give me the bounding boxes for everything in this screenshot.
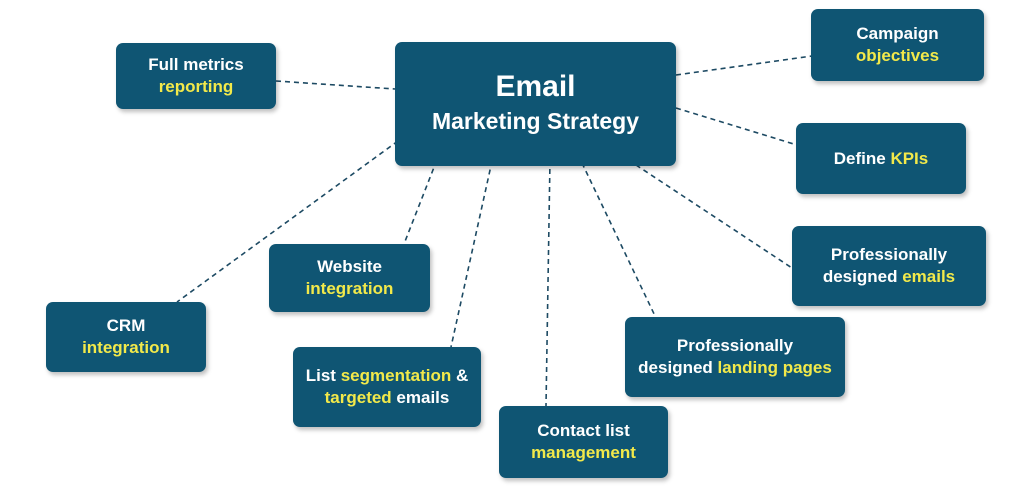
node-line: objectives bbox=[856, 45, 939, 67]
node-line: reporting bbox=[159, 76, 234, 98]
highlighted-text: emails bbox=[902, 267, 956, 286]
highlighted-text: segmentation bbox=[340, 366, 452, 385]
central-node-email-marketing-strategy: Email Marketing Strategy bbox=[395, 42, 676, 166]
central-node-title: Email bbox=[495, 70, 576, 103]
label-text: Define bbox=[833, 148, 891, 168]
label-text: Website bbox=[317, 257, 382, 276]
label-text: CRM bbox=[106, 316, 146, 335]
node-list-segmentation-targeted-emails: List segmentation & targeted emails bbox=[293, 347, 481, 427]
connector-campaign bbox=[675, 55, 813, 76]
node-line: integration bbox=[82, 337, 170, 359]
connector-kpis bbox=[675, 107, 798, 146]
node-contact-list-management: Contact list management bbox=[499, 406, 668, 478]
node-line: designed emails bbox=[823, 266, 955, 288]
connector-crm bbox=[176, 140, 399, 303]
highlighted-text: management bbox=[531, 443, 636, 462]
node-full-metrics-reporting: Full metrics reporting bbox=[116, 43, 276, 109]
node-professionally-designed-emails: Professionally designed emails bbox=[792, 226, 986, 306]
label-text: Full metrics bbox=[148, 55, 244, 74]
label-text: designed bbox=[822, 267, 903, 286]
node-campaign-objectives: Campaign objectives bbox=[811, 9, 984, 81]
connector-landing bbox=[581, 162, 657, 319]
label-text: Campaign bbox=[856, 24, 939, 43]
node-line: Professionally bbox=[831, 244, 947, 266]
label-text: List bbox=[305, 366, 341, 385]
node-line: List segmentation & bbox=[306, 365, 468, 387]
connector-contact bbox=[545, 159, 551, 407]
highlighted-text: reporting bbox=[158, 77, 234, 96]
node-define-kpis: Define KPIs bbox=[796, 123, 966, 194]
label-text: Professionally bbox=[830, 245, 948, 264]
label-text: & bbox=[451, 366, 469, 385]
node-website-integration: Website integration bbox=[269, 244, 430, 312]
connector-segmentation bbox=[450, 151, 495, 348]
node-professionally-designed-landing-pages: Professionally designed landing pages bbox=[625, 317, 845, 397]
label-text: designed bbox=[638, 358, 718, 377]
highlighted-text: targeted bbox=[324, 388, 392, 407]
node-line: Contact list bbox=[537, 420, 630, 442]
highlighted-text: KPIs bbox=[890, 148, 929, 168]
node-line: Professionally bbox=[677, 335, 793, 357]
node-line: designed landing pages bbox=[638, 357, 832, 379]
label-text: emails bbox=[391, 388, 450, 407]
node-line: CRM bbox=[107, 315, 146, 337]
highlighted-text: integration bbox=[305, 279, 394, 298]
node-crm-integration: CRM integration bbox=[46, 302, 206, 372]
central-node-subtitle: Marketing Strategy bbox=[431, 108, 640, 134]
node-line: targeted emails bbox=[325, 387, 450, 409]
label-text: Professionally bbox=[676, 336, 794, 355]
node-line: management bbox=[531, 442, 636, 464]
highlighted-text: objectives bbox=[855, 46, 940, 65]
node-line: Define KPIs bbox=[834, 148, 928, 170]
connector-pro-emails bbox=[635, 164, 793, 269]
highlighted-text: integration bbox=[82, 338, 170, 357]
connector-website bbox=[403, 151, 441, 245]
node-line: Website bbox=[317, 256, 382, 278]
node-line: Campaign bbox=[856, 23, 938, 45]
connector-full-metrics bbox=[275, 80, 396, 90]
highlighted-text: landing pages bbox=[717, 358, 832, 377]
label-text: Contact list bbox=[537, 421, 630, 440]
node-line: integration bbox=[306, 278, 394, 300]
node-line: Full metrics bbox=[148, 54, 243, 76]
